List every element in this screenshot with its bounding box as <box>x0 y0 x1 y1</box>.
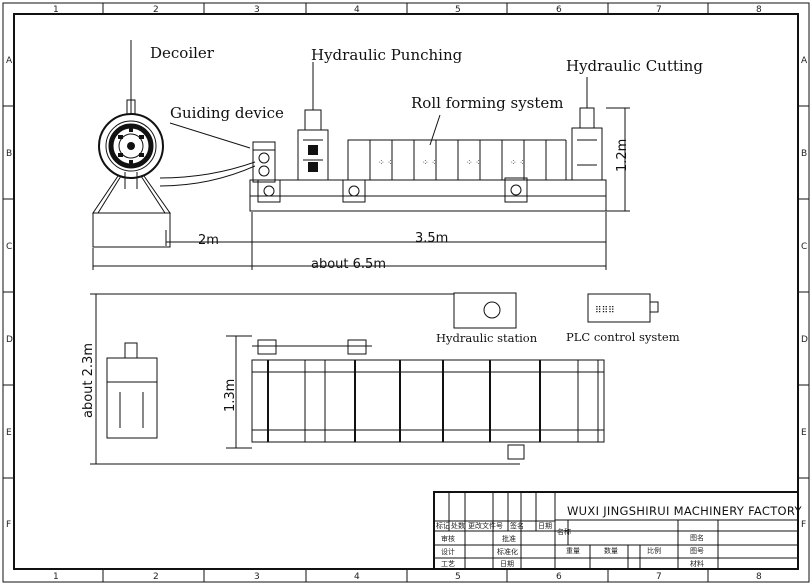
side-view-dimensions <box>92 107 630 270</box>
guiding-device-drawing <box>252 141 276 183</box>
grid-row-label-e: E <box>6 428 12 438</box>
grid-col-label-2: 2 <box>153 5 159 15</box>
title-design: 设计 <box>441 547 455 556</box>
label-hydraulic-station: Hydraulic station <box>436 331 538 345</box>
title-quantity: 数量 <box>604 546 618 555</box>
grid-col-label-3: 3 <box>254 5 260 15</box>
grid-row-label-f-right: F <box>801 520 806 530</box>
title-header-5: 日期 <box>538 522 552 530</box>
grid-col-label-7: 7 <box>656 5 662 15</box>
grid-col-label-4-bottom: 4 <box>354 572 360 582</box>
leader-lines <box>130 56 588 149</box>
inner-frame <box>13 13 799 570</box>
grid-col-label-1: 1 <box>53 5 59 15</box>
svg-text:⁘ ⁘: ⁘ ⁘ <box>422 158 438 167</box>
label-roll-forming-system: Roll forming system <box>411 94 564 112</box>
plc-connector <box>649 301 659 313</box>
grid-row-label-b-right: B <box>801 149 807 159</box>
plan-view-dimensions <box>90 293 520 465</box>
dim-about-6-5m: about 6.5m <box>311 257 386 272</box>
svg-text:⁘ ⁘: ⁘ ⁘ <box>466 158 482 167</box>
grid-column-ticks <box>102 3 709 582</box>
grid-col-label-8: 8 <box>756 5 762 15</box>
title-drawing-no: 图号 <box>690 547 704 555</box>
hydraulic-station-box <box>453 292 517 329</box>
title-scale: 比例 <box>647 546 661 555</box>
title-header-3: 更改文件号 <box>468 521 503 530</box>
grid-row-label-e-right: E <box>801 428 807 438</box>
label-hydraulic-cutting: Hydraulic Cutting <box>566 57 703 75</box>
dim-2m: 2m <box>198 233 219 248</box>
dim-about-2-3m: about 2.3m <box>81 343 96 418</box>
grid-col-label-2-bottom: 2 <box>153 572 159 582</box>
title-review: 审核 <box>441 534 455 543</box>
title-header-1: 标记 <box>436 521 450 530</box>
plc-keypad-icon: ⠿⠿⠿ <box>595 305 615 316</box>
grid-col-label-1-bottom: 1 <box>53 572 59 582</box>
hydraulic-cutting-drawing <box>571 82 603 181</box>
end-view-drawing <box>106 342 158 439</box>
motors <box>257 177 528 203</box>
grid-row-label-d: D <box>6 335 13 345</box>
grid-row-ticks <box>3 105 809 479</box>
grid-col-label-3-bottom: 3 <box>254 572 260 582</box>
roll-forming-stands: ⁘ ⁘ ⁘ ⁘ ⁘ ⁘ ⁘ ⁘ <box>347 139 567 181</box>
grid-col-label-7-bottom: 7 <box>656 572 662 582</box>
machine-base <box>249 179 607 212</box>
svg-text:⁘ ⁘: ⁘ ⁘ <box>510 158 526 167</box>
grid-col-label-8-bottom: 8 <box>756 572 762 582</box>
steel-strip-lower <box>159 165 256 187</box>
dim-1-2m: 1.2m <box>615 139 630 172</box>
title-drawing-name: 图名 <box>690 533 704 542</box>
dim-3-5m: 3.5m <box>415 231 448 246</box>
grid-row-label-f: F <box>6 520 11 530</box>
grid-row-label-a: A <box>6 56 13 66</box>
grid-col-label-5-bottom: 5 <box>455 572 461 582</box>
decoiler-drawing <box>92 40 171 248</box>
title-process: 工艺 <box>441 560 455 568</box>
title-company: WUXI JINGSHIRUI MACHINERY FACTORY <box>567 504 802 518</box>
title-name-label: 名称 <box>557 527 571 536</box>
title-material: 材料 <box>690 559 704 568</box>
grid-row-label-d-right: D <box>801 335 808 345</box>
plan-view-drawing <box>251 339 605 460</box>
label-plc-control-system: PLC control system <box>566 330 680 344</box>
label-decoiler: Decoiler <box>150 44 215 62</box>
dim-1-3m: 1.3m <box>223 379 238 412</box>
grid-col-label-5: 5 <box>455 5 461 15</box>
grid-col-label-6: 6 <box>556 5 562 15</box>
title-weight: 重量 <box>566 547 580 555</box>
title-header-2: 处数 <box>451 521 465 530</box>
grid-row-label-b: B <box>6 149 12 159</box>
grid-col-label-6-bottom: 6 <box>556 572 562 582</box>
hydraulic-punching-drawing <box>297 80 329 181</box>
label-guiding-device: Guiding device <box>170 104 284 122</box>
title-block <box>433 491 799 570</box>
label-hydraulic-punching: Hydraulic Punching <box>311 46 463 64</box>
grid-col-label-4: 4 <box>354 5 360 15</box>
title-standardize: 标准化 <box>497 547 518 556</box>
grid-row-label-c-right: C <box>801 242 807 252</box>
grid-row-label-a-right: A <box>801 56 808 66</box>
title-date: 日期 <box>500 560 514 568</box>
hydraulic-station-motor-icon <box>483 301 501 319</box>
steel-strip <box>159 161 256 179</box>
grid-row-label-c: C <box>6 242 12 252</box>
title-approve: 批准 <box>502 534 516 543</box>
svg-text:⁘ ⁘: ⁘ ⁘ <box>378 158 394 167</box>
title-header-4: 签名 <box>510 521 524 530</box>
